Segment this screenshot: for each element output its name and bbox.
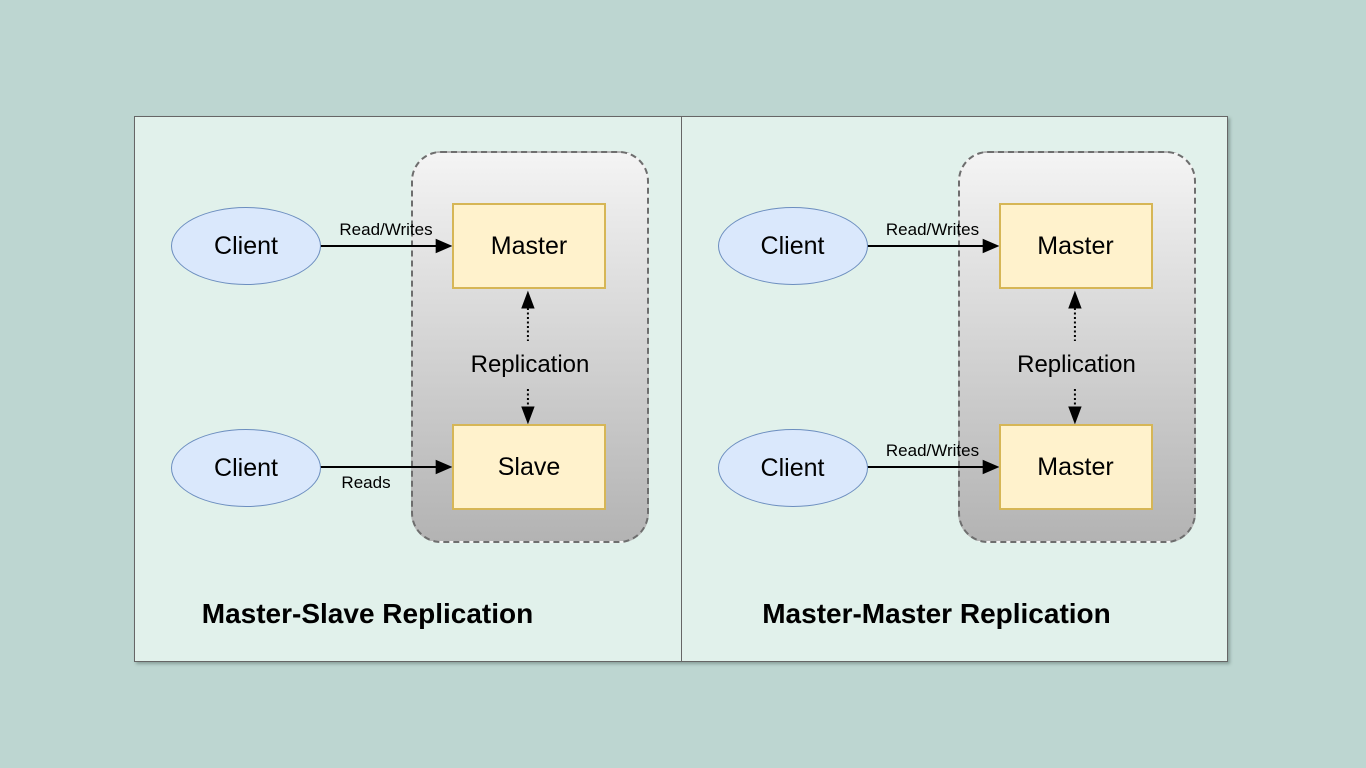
client-ellipse: Client <box>171 207 321 285</box>
edge-label-read-writes: Read/Writes <box>339 220 433 239</box>
master-node: Master <box>452 203 606 289</box>
panel-title: Master-Master Replication <box>762 598 1111 629</box>
slave-node: Slave <box>452 424 606 510</box>
client-ellipse: Client <box>717 207 868 285</box>
node-label: Master <box>1037 452 1114 481</box>
node-label: Slave <box>497 452 561 481</box>
replication-label: Replication <box>470 351 590 378</box>
client-label: Client <box>760 453 825 482</box>
client-ellipse: Client <box>717 429 868 507</box>
client-ellipse: Client <box>171 429 321 507</box>
node-label: Master <box>490 231 568 260</box>
master-node: Master <box>998 203 1153 289</box>
edge-label-reads: Reads <box>341 473 391 492</box>
master-node: Master <box>998 424 1153 510</box>
edge-label-read-writes: Read/Writes <box>885 220 980 239</box>
edge-label-read-writes: Read/Writes <box>885 441 980 460</box>
replication-comparison-board: Client Client Master Slave Read/Writes R… <box>134 116 1228 662</box>
panel-master-slave: Client Client Master Slave Read/Writes R… <box>135 117 682 661</box>
node-label: Master <box>1037 231 1114 260</box>
client-label: Client <box>760 231 825 260</box>
panel-title: Master-Slave Replication <box>201 598 534 629</box>
replication-label: Replication <box>1017 351 1136 378</box>
panel-master-master: Client Client Master Master Read/Writes … <box>681 117 1227 661</box>
client-label: Client <box>214 453 278 482</box>
client-label: Client <box>214 231 278 260</box>
